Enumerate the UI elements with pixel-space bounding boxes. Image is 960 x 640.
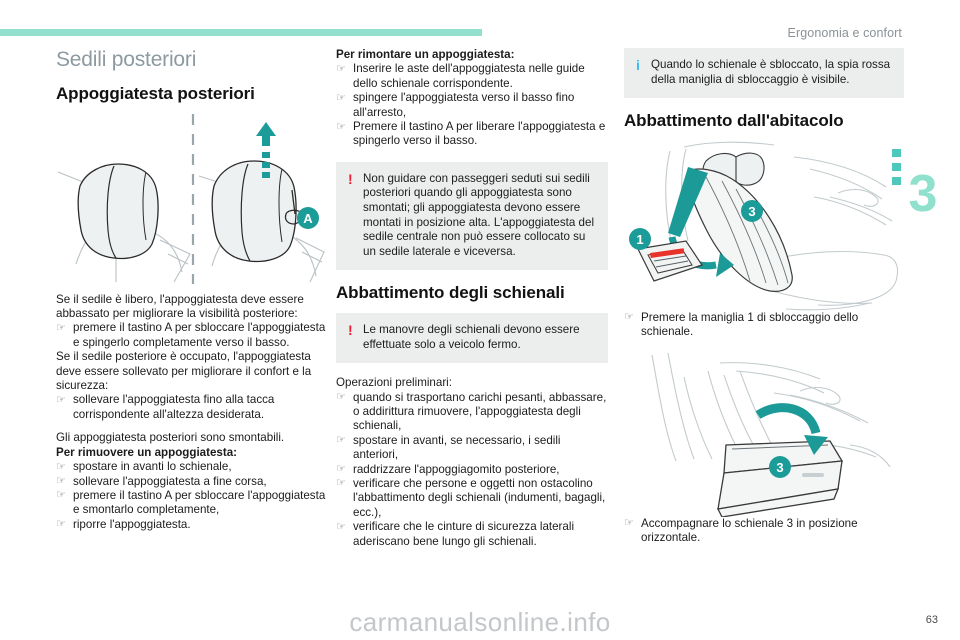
heading-refit-headrest: Per rimontare un appoggiatesta: <box>336 48 515 61</box>
hand-bullet-icon: ☞ <box>56 321 66 334</box>
section-heading: Sedili posteriori <box>56 48 197 71</box>
hand-bullet-icon: ☞ <box>56 489 66 502</box>
list-item: ☞verificare che persone e oggetti non os… <box>336 476 606 519</box>
list-refit-headrest: ☞Inserire le aste dell'appoggiatesta nel… <box>336 62 608 148</box>
column-right: i Quando lo schienale è sbloccato, la sp… <box>624 48 904 545</box>
rear-headrest-illustration: A <box>56 113 328 284</box>
page-title: Appoggiatesta posteriori <box>56 84 255 104</box>
chapter-number-tab: 3 <box>908 165 938 223</box>
rear-seatback-folded-illustration: 3 <box>624 349 904 517</box>
figure-badge-1: 1 <box>629 227 651 250</box>
header-title: Ergonomia e confort <box>787 26 902 40</box>
list-press-handle: ☞Premere la maniglia 1 di sbloccaggio de… <box>624 311 904 340</box>
hand-bullet-icon: ☞ <box>336 463 346 476</box>
list-item: ☞spostare in avanti lo schienale, <box>56 460 232 474</box>
hand-bullet-icon: ☞ <box>56 475 66 488</box>
list-lower-headrest: ☞premere il tastino A per sbloccare l'ap… <box>56 321 328 350</box>
hand-bullet-icon: ☞ <box>56 518 66 531</box>
hand-bullet-icon: ☞ <box>336 477 346 490</box>
header-accent-rule <box>0 29 482 36</box>
hand-bullet-icon: ☞ <box>336 91 346 104</box>
list-preliminary-ops: ☞quando si trasportano carichi pesanti, … <box>336 391 608 549</box>
list-item: ☞raddrizzare l'appoggiagomito posteriore… <box>336 462 560 476</box>
list-item: ☞spingere l'appoggiatesta verso il basso… <box>336 91 575 119</box>
list-item: ☞premere il tastino A per sbloccare l'ap… <box>56 488 326 517</box>
list-item: ☞Accompagnare lo schienale 3 in posizion… <box>624 516 858 544</box>
hand-bullet-icon: ☞ <box>336 120 346 133</box>
heading-fold-from-cabin: Abbattimento dall'abitacolo <box>624 111 844 131</box>
hand-bullet-icon: ☞ <box>336 434 346 447</box>
list-item: ☞Premere il tastino A per liberare l'app… <box>336 120 606 148</box>
list-item: ☞verificare che le cinture di sicurezza … <box>336 520 575 548</box>
warning-exclamation-icon: ! <box>348 321 353 338</box>
info-callout-unlock-indicator: i Quando lo schienale è sbloccato, la sp… <box>624 48 904 99</box>
hand-bullet-icon: ☞ <box>56 460 66 473</box>
list-item: ☞Premere la maniglia 1 di sbloccaggio de… <box>624 310 859 339</box>
hand-bullet-icon: ☞ <box>336 391 346 404</box>
hand-bullet-icon: ☞ <box>56 393 66 406</box>
info-callout-text: Quando lo schienale è sbloccato, la spia… <box>651 58 891 86</box>
heading-remove-headrest: Per rimuovere un appoggiatesta: <box>56 445 238 459</box>
list-item: ☞sollevare l'appoggiatesta a fine corsa, <box>56 474 267 488</box>
page-number: 63 <box>925 614 938 626</box>
svg-text:3: 3 <box>776 460 783 475</box>
paragraph-preliminary-ops: Operazioni preliminari: <box>336 376 452 390</box>
hand-bullet-icon: ☞ <box>624 517 634 530</box>
info-i-icon: i <box>636 57 640 73</box>
warning-exclamation-icon: ! <box>348 170 353 187</box>
figure-badge-3: 3 <box>769 455 791 478</box>
svg-text:3: 3 <box>748 204 755 219</box>
hand-bullet-icon: ☞ <box>336 520 346 533</box>
paragraph-seat-occupied: Se il sedile posteriore è occupato, l'ap… <box>56 350 312 393</box>
list-item: ☞quando si trasportano carichi pesanti, … <box>336 390 607 433</box>
svg-text:A: A <box>303 211 313 226</box>
paragraph-removable: Gli appoggiatesta posteriori sono smonta… <box>56 431 285 445</box>
hand-bullet-icon: ☞ <box>624 311 634 324</box>
svg-text:1: 1 <box>636 232 643 247</box>
warning-callout-vehicle-stopped: ! Le manovre degli schienali devono esse… <box>336 312 608 364</box>
warning-callout-passengers: ! Non guidare con passeggeri seduti sui … <box>336 161 608 271</box>
list-lower-seatback: ☞Accompagnare lo schienale 3 in posizion… <box>624 517 904 546</box>
warning-callout-text: Non guidare con passeggeri seduti sui se… <box>363 171 595 258</box>
watermark: carmanualsonline.info <box>349 607 611 637</box>
hand-bullet-icon: ☞ <box>336 62 346 75</box>
column-middle: Per rimontare un appoggiatesta: ☞Inserir… <box>336 48 608 549</box>
rear-seat-unlock-handle-illustration: 1 3 <box>624 141 904 311</box>
list-raise-headrest: ☞sollevare l'appoggiatesta fino alla tac… <box>56 393 328 422</box>
figure-badge-3: 3 <box>741 199 763 222</box>
column-left: Sedili posteriori Appoggiatesta posterio… <box>56 48 328 532</box>
warning-callout-text: Le manovre degli schienali devono essere… <box>363 322 580 351</box>
list-remove-headrest: ☞spostare in avanti lo schienale, ☞solle… <box>56 460 328 532</box>
figure-badge-a: A <box>297 206 319 229</box>
list-item: ☞premere il tastino A per sbloccare l'ap… <box>56 321 326 349</box>
paragraph-seat-free: Se il sedile è libero, l'appoggiatesta d… <box>56 292 304 321</box>
heading-fold-seatbacks: Abbattimento degli schienali <box>336 283 565 303</box>
list-item: ☞Inserire le aste dell'appoggiatesta nel… <box>336 62 585 90</box>
list-item: ☞riporre l'appoggiatesta. <box>56 517 191 531</box>
list-item: ☞sollevare l'appoggiatesta fino alla tac… <box>56 393 275 421</box>
list-item: ☞spostare in avanti, se necessario, i se… <box>336 433 561 462</box>
